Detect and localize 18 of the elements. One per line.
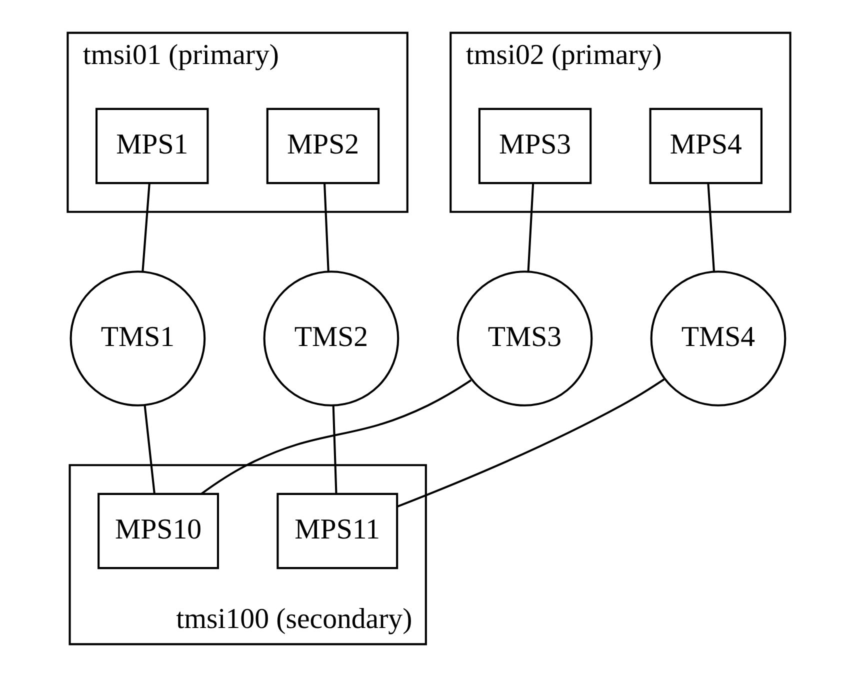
connector	[332, 405, 338, 494]
node-circle: TMS1	[70, 270, 206, 406]
connector	[324, 183, 330, 272]
node-box: MPS11	[276, 492, 398, 570]
node-box: MPS3	[478, 108, 592, 184]
connector	[527, 183, 534, 272]
node-box: MPS10	[98, 492, 220, 570]
node-box: MPS4	[649, 108, 762, 184]
node-box: MPS2	[266, 108, 380, 184]
node-circle: TMS4	[650, 270, 786, 406]
connector	[707, 183, 715, 272]
connector	[142, 183, 150, 272]
node-circle: TMS3	[456, 270, 593, 406]
connector	[144, 405, 156, 494]
connector	[397, 378, 665, 508]
node-box: MPS1	[96, 108, 209, 184]
node-circle: TMS2	[263, 270, 400, 406]
connector	[201, 379, 472, 494]
